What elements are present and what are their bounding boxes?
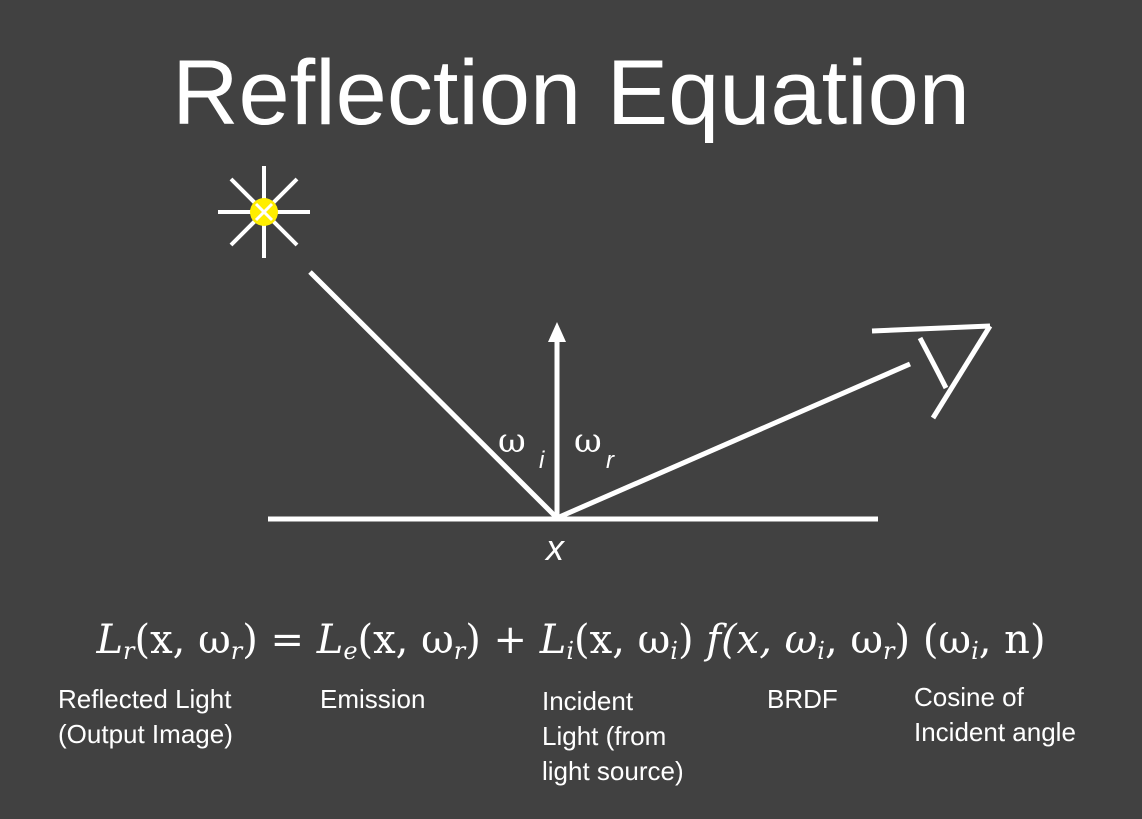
brdf-subscript-r: r bbox=[883, 637, 895, 665]
incident-ray bbox=[308, 270, 559, 520]
emission-symbol: L bbox=[316, 617, 344, 663]
brdf-mid: , ω bbox=[824, 617, 884, 663]
brdf-function: f(x, ω bbox=[706, 617, 818, 663]
term-incident-light: Incident Light (from light source) bbox=[542, 684, 684, 789]
emission-args: (x, ω bbox=[357, 617, 454, 663]
lhs-close: ) = bbox=[242, 617, 305, 663]
term-incident-line-1: Incident bbox=[542, 686, 634, 716]
term-brdf-line-1: BRDF bbox=[767, 684, 838, 714]
term-cosine-line-1: Cosine of bbox=[914, 682, 1024, 712]
cosine-subscript: i bbox=[971, 637, 979, 665]
term-emission-line-1: Emission bbox=[320, 684, 426, 714]
term-reflected-light: Reflected Light (Output Image) bbox=[58, 682, 233, 752]
sun-icon bbox=[218, 166, 310, 258]
slide-title: Reflection Equation bbox=[172, 42, 970, 144]
brdf-close: ) bbox=[894, 617, 911, 663]
term-cosine-line-2: Incident angle bbox=[914, 717, 1076, 747]
incident-args: (x, ω bbox=[574, 617, 671, 663]
reflection-equation: Lr(x, ωr) = Le(x, ωr) + Li(x, ωi) f(x, ω… bbox=[0, 610, 1142, 681]
lhs-subscript: r bbox=[123, 637, 135, 665]
term-emission: Emission bbox=[320, 682, 425, 717]
incident-close: ) bbox=[677, 617, 694, 663]
reflection-diagram: ω i ω r x bbox=[218, 166, 993, 568]
lhs-args: (x, ω bbox=[134, 617, 231, 663]
term-reflected-line-1: Reflected Light bbox=[58, 684, 232, 714]
emission-args-subscript: r bbox=[453, 637, 466, 665]
term-incident-line-3: light source) bbox=[542, 756, 684, 786]
omega-r-subscript: r bbox=[606, 447, 615, 474]
omega-r-symbol: ω bbox=[574, 421, 602, 461]
reflected-ray bbox=[556, 361, 911, 521]
term-cosine: Cosine of Incident angle bbox=[914, 680, 1076, 750]
term-brdf: BRDF bbox=[767, 682, 838, 717]
incident-subscript: i bbox=[566, 637, 575, 665]
cosine-close: , n) bbox=[978, 617, 1046, 663]
term-incident-line-2: Light (from bbox=[542, 721, 667, 751]
lhs-args-subscript: r bbox=[230, 637, 243, 665]
lhs-symbol: L bbox=[96, 617, 123, 663]
eye-icon bbox=[871, 323, 993, 420]
incident-symbol: L bbox=[539, 617, 567, 663]
emission-subscript: e bbox=[343, 637, 358, 665]
incident-args-subscript: i bbox=[670, 637, 678, 665]
omega-i-subscript: i bbox=[539, 447, 545, 474]
emission-close: ) + bbox=[465, 617, 528, 663]
point-x-label: x bbox=[544, 527, 566, 568]
cosine-open: (ω bbox=[922, 617, 972, 663]
normal-arrowhead bbox=[548, 322, 566, 342]
brdf-subscript-i: i bbox=[817, 637, 825, 665]
term-reflected-line-2: (Output Image) bbox=[58, 719, 233, 749]
omega-i-symbol: ω bbox=[498, 421, 526, 461]
